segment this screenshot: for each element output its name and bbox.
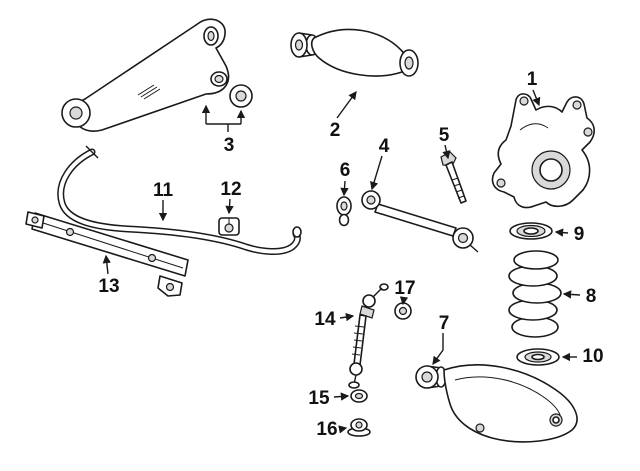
callout-11: 11 — [153, 180, 174, 222]
callout-17: 17 — [394, 278, 416, 306]
callout-label-13: 13 — [98, 276, 119, 297]
callout-6: 6 — [340, 160, 351, 197]
trailing-arm-drawing — [61, 18, 230, 132]
callout-2: 2 — [330, 90, 357, 141]
callout-label-16: 16 — [316, 419, 337, 440]
callout-label-15: 15 — [308, 388, 330, 409]
trailing-arm-bushing-drawing — [229, 84, 253, 108]
cam-washer-drawing — [336, 196, 352, 227]
callout-9: 9 — [554, 224, 585, 245]
callout-label-1: 1 — [527, 69, 538, 90]
lower-spring-seat-drawing — [516, 348, 560, 366]
callout-label-14: 14 — [314, 309, 336, 330]
callout-12: 12 — [220, 179, 242, 215]
link-nut-drawing — [394, 302, 412, 320]
callout-label-12: 12 — [220, 179, 241, 200]
coil-spring-drawing — [508, 250, 562, 338]
callout-label-4: 4 — [379, 136, 390, 157]
callout-label-11: 11 — [153, 180, 174, 201]
callout-label-8: 8 — [586, 286, 597, 307]
callout-8: 8 — [562, 286, 597, 307]
callout-7: 7 — [432, 313, 450, 366]
lower-control-arm-drawing — [415, 364, 578, 443]
callout-3: 3 — [201, 104, 246, 156]
callout-label-10: 10 — [582, 346, 603, 367]
callout-5: 5 — [439, 125, 451, 160]
callout-15: 15 — [308, 388, 350, 409]
callout-label-5: 5 — [439, 125, 450, 146]
callout-13: 13 — [98, 254, 120, 297]
callout-1: 1 — [527, 69, 541, 107]
callout-label-7: 7 — [439, 313, 450, 334]
stabilizer-bar-drawing — [57, 145, 302, 255]
knuckle-drawing — [491, 93, 595, 209]
stabilizer-bushing-drawing — [218, 217, 240, 236]
crossmember-drawing — [25, 211, 189, 297]
callout-10: 10 — [561, 346, 604, 367]
stabilizer-link-drawing — [348, 283, 389, 389]
lateral-link-drawing — [361, 190, 479, 253]
callout-label-6: 6 — [340, 160, 351, 181]
flanged-bushing-drawing — [347, 418, 371, 437]
upper-control-arm-drawing — [290, 28, 419, 77]
callout-label-17: 17 — [394, 278, 415, 299]
callout-label-3: 3 — [224, 135, 235, 156]
callout-14: 14 — [314, 309, 355, 330]
callout-label-9: 9 — [574, 224, 585, 245]
callout-4: 4 — [370, 136, 390, 191]
arm-bushing-drawing — [350, 389, 368, 403]
upper-spring-seat-drawing — [509, 222, 553, 240]
callout-16: 16 — [316, 419, 348, 440]
callout-label-2: 2 — [330, 120, 341, 141]
bolt-drawing — [440, 151, 467, 204]
